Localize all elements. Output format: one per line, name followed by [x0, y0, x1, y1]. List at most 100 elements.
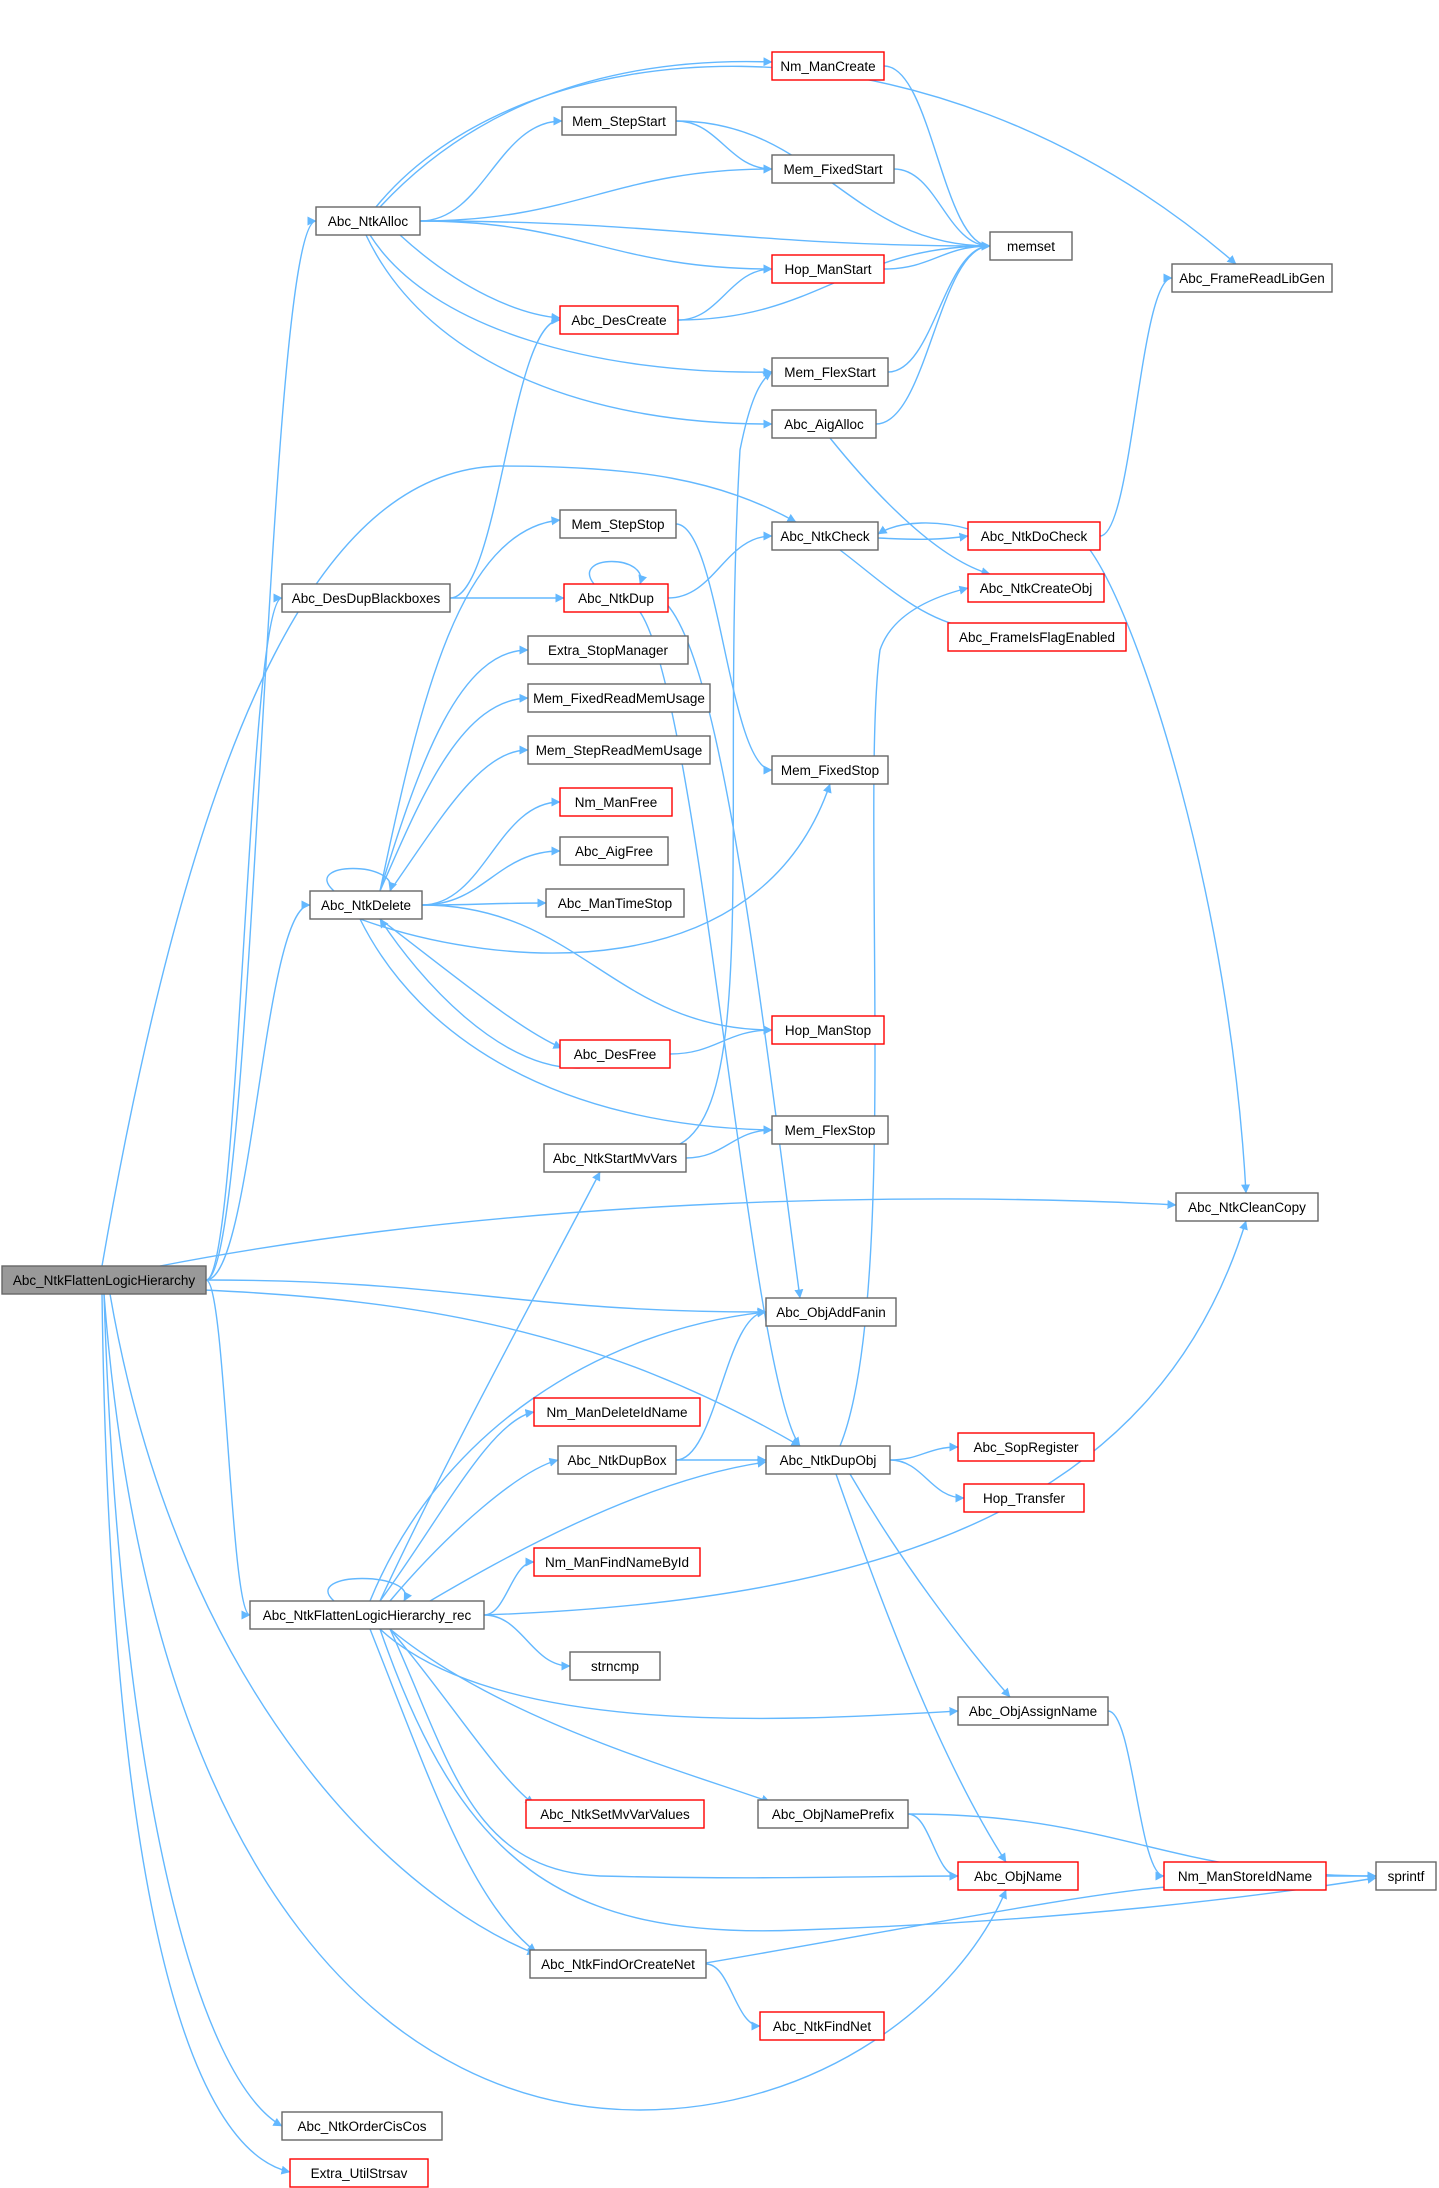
- node-aigalloc[interactable]: Abc_AigAlloc: [771, 409, 877, 439]
- edge-root-to-utilstrsav: [101, 1293, 291, 2175]
- edge-desfree-to-ntkdelete: [379, 918, 581, 1069]
- node-abcdescreate[interactable]: Abc_DesCreate: [559, 305, 679, 335]
- node-label-memfixedstart: Mem_FixedStart: [783, 162, 882, 177]
- node-label-ntksetmv: Abc_NtkSetMvVarValues: [540, 1807, 690, 1822]
- node-memfixedstart[interactable]: Mem_FixedStart: [771, 154, 895, 184]
- node-strncmp[interactable]: strncmp: [569, 1651, 661, 1681]
- node-label-memflexstop: Mem_FlexStop: [785, 1123, 876, 1138]
- node-nmdelete[interactable]: Nm_ManDeleteIdName: [533, 1397, 701, 1427]
- node-mantimestop[interactable]: Abc_ManTimeStop: [545, 888, 685, 918]
- node-memset[interactable]: memset: [989, 231, 1073, 261]
- node-box-nmmancreate: [771, 51, 885, 81]
- node-label-ntkdocheck: Abc_NtkDoCheck: [981, 529, 1088, 544]
- node-ntkfindnet[interactable]: Abc_NtkFindNet: [759, 2011, 885, 2041]
- node-ntkdelete[interactable]: Abc_NtkDelete: [309, 890, 423, 920]
- node-label-ntkcleancopy: Abc_NtkCleanCopy: [1188, 1200, 1306, 1215]
- node-hoptransfer[interactable]: Hop_Transfer: [963, 1483, 1085, 1513]
- node-objassign[interactable]: Abc_ObjAssignName: [957, 1696, 1109, 1726]
- edge-flattenrec-to-objaddfanin: [369, 1308, 767, 1602]
- edge-memfixedstart-to-memset: [893, 168, 991, 251]
- node-ntkdupbox[interactable]: Abc_NtkDupBox: [557, 1445, 677, 1475]
- node-label-abcdescreate: Abc_DesCreate: [571, 313, 666, 328]
- node-memfixedread[interactable]: Mem_FixedReadMemUsage: [527, 683, 711, 713]
- edge-objnameprefix-to-objname: [907, 1813, 959, 1881]
- node-box-extrastop: [527, 635, 689, 665]
- edge-ntkdelete-to-hopmanstop: [421, 904, 773, 1035]
- edge-ntkdocheck-to-ntkcleancopy: [1089, 549, 1251, 1194]
- node-objnameprefix[interactable]: Abc_ObjNamePrefix: [757, 1799, 909, 1829]
- node-box-ntkfindnet: [759, 2011, 885, 2041]
- edge-nmmancreate-to-memset: [883, 65, 991, 251]
- node-memstepread[interactable]: Mem_StepReadMemUsage: [527, 735, 711, 765]
- node-ntksetmv[interactable]: Abc_NtkSetMvVarValues: [525, 1799, 705, 1829]
- node-nmfindname[interactable]: Nm_ManFindNameById: [533, 1547, 701, 1577]
- node-box-ntksetmv: [525, 1799, 705, 1829]
- node-ntkdupobj[interactable]: Abc_NtkDupObj: [765, 1445, 891, 1475]
- node-label-nmdelete: Nm_ManDeleteIdName: [546, 1405, 687, 1420]
- node-objaddfanin[interactable]: Abc_ObjAddFanin: [765, 1297, 897, 1327]
- node-box-memfixedread: [527, 683, 711, 713]
- edge-flattenrec-to-ntkdupbox: [389, 1457, 559, 1602]
- node-objname[interactable]: Abc_ObjName: [957, 1861, 1079, 1891]
- node-hopmanstop[interactable]: Hop_ManStop: [771, 1015, 885, 1045]
- node-box-hopmanstart: [771, 254, 885, 284]
- node-ntkalloc[interactable]: Abc_NtkAlloc: [315, 206, 421, 236]
- edge-ntkdelete-to-memstepread: [389, 745, 529, 892]
- node-root[interactable]: Abc_NtkFlattenLogicHierarchy: [1, 1265, 207, 1295]
- node-ntkdocheck[interactable]: Abc_NtkDoCheck: [967, 521, 1101, 551]
- edge-flattenrec-to-flattenrec: [327, 1577, 412, 1602]
- node-nmmancreate[interactable]: Nm_ManCreate: [771, 51, 885, 81]
- node-nmmanfree[interactable]: Nm_ManFree: [559, 787, 673, 817]
- node-label-ntkstartmv: Abc_NtkStartMvVars: [553, 1151, 678, 1166]
- node-ntkcheck[interactable]: Abc_NtkCheck: [771, 521, 879, 551]
- edge-flattenrec-to-findorcreate: [369, 1628, 537, 1953]
- node-box-findorcreate: [529, 1949, 707, 1979]
- node-ntkstartmv[interactable]: Abc_NtkStartMvVars: [543, 1143, 687, 1173]
- node-memfixedstop[interactable]: Mem_FixedStop: [771, 755, 889, 785]
- edge-ntkcheck-to-ntkdocheck: [877, 532, 969, 542]
- edge-memstepstop-to-memfixedstop: [675, 523, 773, 775]
- node-desdupbb[interactable]: Abc_DesDupBlackboxes: [281, 583, 451, 613]
- node-label-mantimestop: Abc_ManTimeStop: [558, 896, 672, 911]
- node-label-memstepstop: Mem_StepStop: [571, 517, 664, 532]
- node-memstepstart[interactable]: Mem_StepStart: [561, 106, 677, 136]
- node-aigfree[interactable]: Abc_AigFree: [559, 836, 669, 866]
- edge-ntkdelete-to-memfixedstop: [359, 783, 832, 954]
- node-ntkdup[interactable]: Abc_NtkDup: [563, 583, 669, 613]
- node-label-objaddfanin: Abc_ObjAddFanin: [776, 1305, 886, 1320]
- node-sprintf[interactable]: sprintf: [1375, 1861, 1437, 1891]
- edge-flattenrec-to-ntkcleancopy: [483, 1220, 1248, 1616]
- edge-aigalloc-to-memset: [875, 241, 991, 425]
- node-ntkcreateobj[interactable]: Abc_NtkCreateObj: [967, 573, 1105, 603]
- node-findorcreate[interactable]: Abc_NtkFindOrCreateNet: [529, 1949, 707, 1979]
- node-memstepstop[interactable]: Mem_StepStop: [559, 509, 677, 539]
- node-frameread[interactable]: Abc_FrameReadLibGen: [1171, 263, 1333, 293]
- edge-root-to-objaddfanin: [205, 1279, 767, 1317]
- node-label-strncmp: strncmp: [591, 1659, 639, 1674]
- node-box-mantimestop: [545, 888, 685, 918]
- node-label-frameflag: Abc_FrameIsFlagEnabled: [959, 630, 1115, 645]
- node-ntkcleancopy[interactable]: Abc_NtkCleanCopy: [1175, 1192, 1319, 1222]
- edge-ntkalloc-to-abcdescreate: [399, 234, 561, 322]
- node-desfree[interactable]: Abc_DesFree: [559, 1039, 671, 1069]
- node-frameflag[interactable]: Abc_FrameIsFlagEnabled: [947, 622, 1127, 652]
- node-memflexstop[interactable]: Mem_FlexStop: [771, 1115, 889, 1145]
- node-flattenrec[interactable]: Abc_NtkFlattenLogicHierarchy_rec: [249, 1600, 485, 1630]
- node-box-objaddfanin: [765, 1297, 897, 1327]
- node-nmstore[interactable]: Nm_ManStoreIdName: [1163, 1861, 1327, 1891]
- edge-ntkstartmv-to-memflexstart: [679, 371, 773, 1145]
- node-label-memstepstart: Mem_StepStart: [572, 114, 666, 129]
- node-label-desfree: Abc_DesFree: [574, 1047, 657, 1062]
- edge-desfree-to-hopmanstop: [669, 1025, 773, 1055]
- node-utilstrsav[interactable]: Extra_UtilStrsav: [289, 2158, 429, 2188]
- node-box-memflexstop: [771, 1115, 889, 1145]
- node-ordercis[interactable]: Abc_NtkOrderCisCos: [281, 2111, 443, 2141]
- node-extrastop[interactable]: Extra_StopManager: [527, 635, 689, 665]
- node-box-objassign: [957, 1696, 1109, 1726]
- node-hopmanstart[interactable]: Hop_ManStart: [771, 254, 885, 284]
- node-memflexstart[interactable]: Mem_FlexStart: [771, 357, 889, 387]
- node-label-memflexstart: Mem_FlexStart: [784, 365, 876, 380]
- edge-flattenrec-to-strncmp: [483, 1614, 571, 1671]
- node-box-sprintf: [1375, 1861, 1437, 1891]
- node-sopregister[interactable]: Abc_SopRegister: [957, 1432, 1095, 1462]
